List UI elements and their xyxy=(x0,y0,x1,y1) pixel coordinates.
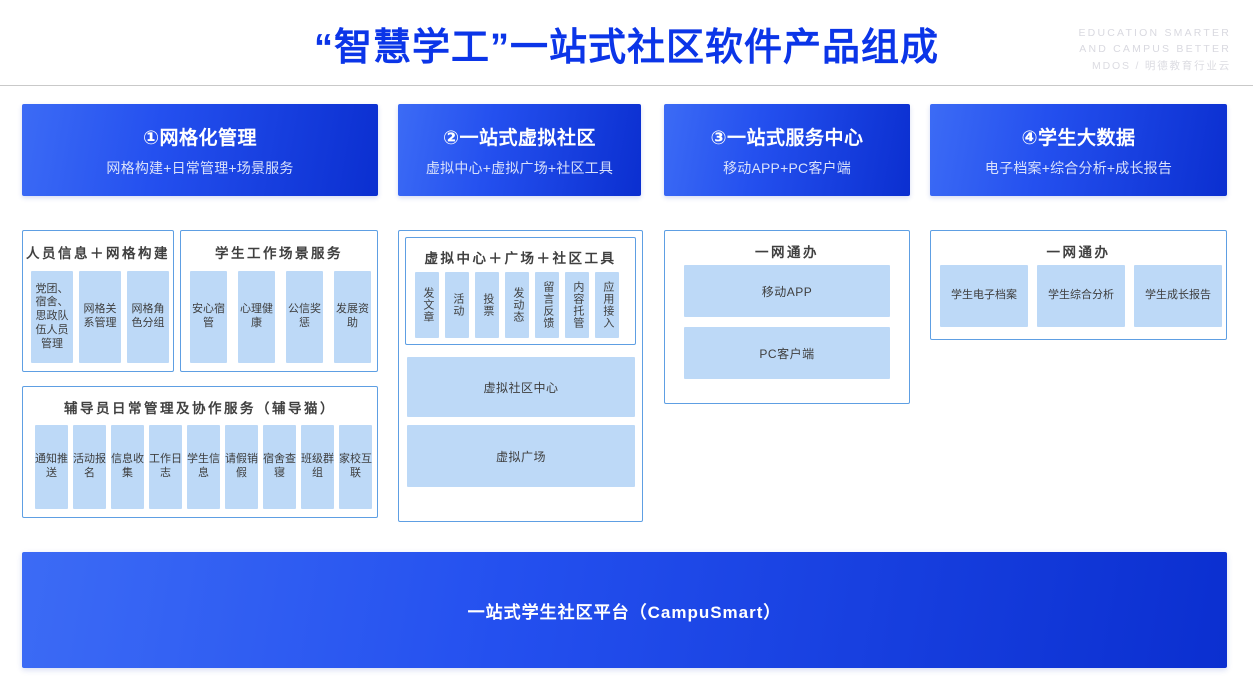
tagline-line-3: MDOS / 明德教育行业云 xyxy=(1092,59,1231,72)
chip-development-aid[interactable]: 发展资助 xyxy=(334,271,371,363)
panel-title: 一网通办 xyxy=(755,245,819,260)
chip-activity[interactable]: 活动 xyxy=(445,272,469,338)
chip-row: 安心宿管 心理健康 公信奖惩 发展资助 xyxy=(190,271,371,363)
top-card-subtitle: 电子档案+综合分析+成长报告 xyxy=(984,159,1173,176)
panel-virtual-center-tools: 虚拟中心＋广场＋社区工具 发文章 活动 投票 发动态 留言反馈 内容托管 应用接… xyxy=(405,237,636,345)
chip-row: 党团、宿舍、思政队伍人员管理 网格关系管理 网格角色分组 xyxy=(31,271,169,363)
chip-row: 发文章 活动 投票 发动态 留言反馈 内容托管 应用接入 xyxy=(415,272,619,338)
chip-row: 通知推送 活动报名 信息收集 工作日志 学生信息 请假销假 宿舍查寝 班级群组 … xyxy=(35,425,372,509)
chip-row: 学生电子档案 学生综合分析 学生成长报告 xyxy=(940,265,1222,327)
chip-student-analysis[interactable]: 学生综合分析 xyxy=(1037,265,1125,327)
top-card-row: ①网格化管理 网格构建+日常管理+场景服务 ②一站式虚拟社区 虚拟中心+虚拟广场… xyxy=(0,104,1253,196)
panel-title: 辅导员日常管理及协作服务（辅导猫） xyxy=(64,401,336,416)
tagline-line-1: EDUCATION SMARTER xyxy=(1078,27,1231,39)
top-card-title: ①网格化管理 xyxy=(142,127,258,149)
top-card-virtual-community[interactable]: ②一站式虚拟社区 虚拟中心+虚拟广场+社区工具 xyxy=(398,104,641,196)
panel-personnel-grid: 人员信息＋网格构建 党团、宿舍、思政队伍人员管理 网格关系管理 网格角色分组 xyxy=(22,230,174,372)
top-card-title: ③一站式服务中心 xyxy=(710,127,864,149)
chip-work-log[interactable]: 工作日志 xyxy=(149,425,182,509)
chip-content-hosting[interactable]: 内容托管 xyxy=(565,272,589,338)
chip-app-access[interactable]: 应用接入 xyxy=(595,272,619,338)
top-card-service-center[interactable]: ③一站式服务中心 移动APP+PC客户端 xyxy=(664,104,910,196)
chip-post-moment[interactable]: 发动态 xyxy=(505,272,529,338)
platform-banner[interactable]: 一站式学生社区平台（CampuSmart） xyxy=(22,552,1227,668)
platform-banner-label: 一站式学生社区平台（CampuSmart） xyxy=(467,602,782,622)
chip-party-dorm-staff[interactable]: 党团、宿舍、思政队伍人员管理 xyxy=(31,271,73,363)
chip-virtual-community-center[interactable]: 虚拟社区中心 xyxy=(407,357,635,417)
chip-mobile-app[interactable]: 移动APP xyxy=(684,265,890,317)
chip-dorm-inspection[interactable]: 宿舍查寝 xyxy=(263,425,296,509)
chip-post-article[interactable]: 发文章 xyxy=(415,272,439,338)
chip-credit-reward[interactable]: 公信奖惩 xyxy=(286,271,323,363)
top-card-title: ④学生大数据 xyxy=(1021,127,1136,149)
chip-activity-signup[interactable]: 活动报名 xyxy=(73,425,106,509)
chip-class-group[interactable]: 班级群组 xyxy=(301,425,334,509)
chip-student-info[interactable]: 学生信息 xyxy=(187,425,220,509)
top-card-grid-management[interactable]: ①网格化管理 网格构建+日常管理+场景服务 xyxy=(22,104,378,196)
chip-virtual-plaza[interactable]: 虚拟广场 xyxy=(407,425,635,487)
panel-one-net-bigdata: 一网通办 学生电子档案 学生综合分析 学生成长报告 xyxy=(930,230,1227,340)
panel-student-scenario-service: 学生工作场景服务 安心宿管 心理健康 公信奖惩 发展资助 xyxy=(180,230,378,372)
panel-title: 虚拟中心＋广场＋社区工具 xyxy=(424,251,617,266)
panel-one-net-service: 一网通办 移动APP PC客户端 xyxy=(664,230,910,404)
panel-title: 学生工作场景服务 xyxy=(215,246,343,261)
chip-message-feedback[interactable]: 留言反馈 xyxy=(535,272,559,338)
chip-dorm-care[interactable]: 安心宿管 xyxy=(190,271,227,363)
panel-title: 人员信息＋网格构建 xyxy=(26,246,170,261)
page-header: “智慧学工”一站式社区软件产品组成 EDUCATION SMARTER AND … xyxy=(0,0,1253,86)
chip-student-e-archive[interactable]: 学生电子档案 xyxy=(940,265,1028,327)
tagline-line-2: AND CAMPUS BETTER xyxy=(1079,43,1231,56)
chip-home-school-link[interactable]: 家校互联 xyxy=(339,425,372,509)
chip-vote[interactable]: 投票 xyxy=(475,272,499,338)
panel-title: 一网通办 xyxy=(1046,245,1111,260)
chip-student-growth-report[interactable]: 学生成长报告 xyxy=(1134,265,1222,327)
top-card-subtitle: 虚拟中心+虚拟广场+社区工具 xyxy=(425,159,614,176)
chip-info-collection[interactable]: 信息收集 xyxy=(111,425,144,509)
panel-counselor-daily-service: 辅导员日常管理及协作服务（辅导猫） 通知推送 活动报名 信息收集 工作日志 学生… xyxy=(22,386,378,518)
chip-grid-role-group[interactable]: 网格角色分组 xyxy=(127,271,169,363)
group-virtual-community: 虚拟中心＋广场＋社区工具 发文章 活动 投票 发动态 留言反馈 内容托管 应用接… xyxy=(398,230,643,522)
chip-mental-health[interactable]: 心理健康 xyxy=(238,271,275,363)
brand-tagline: EDUCATION SMARTER AND CAMPUS BETTER MDOS… xyxy=(1078,25,1231,74)
chip-leave-request[interactable]: 请假销假 xyxy=(225,425,258,509)
top-card-subtitle: 移动APP+PC客户端 xyxy=(723,159,851,176)
chip-pc-client[interactable]: PC客户端 xyxy=(684,327,890,379)
top-card-subtitle: 网格构建+日常管理+场景服务 xyxy=(106,159,294,176)
page-title: “智慧学工”一站式社区软件产品组成 xyxy=(313,27,939,69)
top-card-title: ②一站式虚拟社区 xyxy=(442,127,597,149)
top-card-student-bigdata[interactable]: ④学生大数据 电子档案+综合分析+成长报告 xyxy=(930,104,1227,196)
chip-grid-relation[interactable]: 网格关系管理 xyxy=(79,271,121,363)
chip-notice-push[interactable]: 通知推送 xyxy=(35,425,68,509)
